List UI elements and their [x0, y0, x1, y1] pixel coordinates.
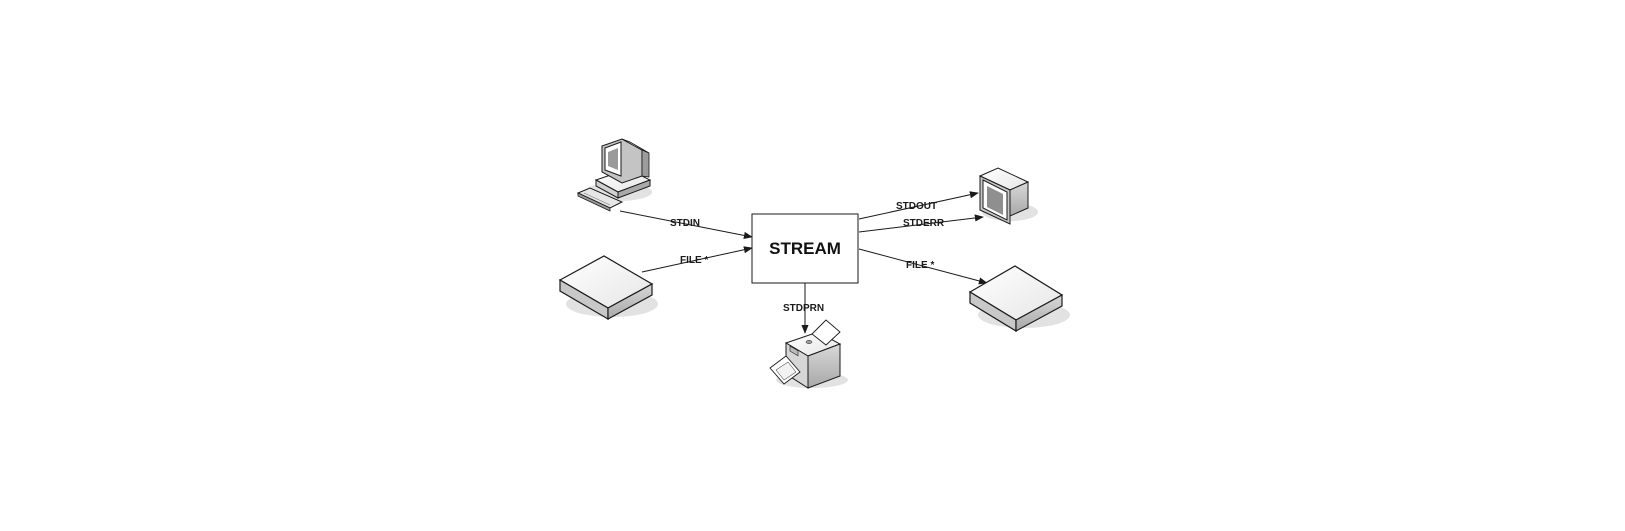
- computer-icon: [576, 138, 652, 212]
- label-stderr: STDERR: [903, 218, 945, 229]
- disk-out-icon: [968, 265, 1070, 333]
- label-stdin: STDIN: [670, 218, 700, 229]
- connector-stderr: [858, 214, 984, 233]
- printer-icon: [769, 319, 848, 389]
- connector-file-in: [641, 246, 753, 273]
- connector-stdout: [858, 191, 979, 220]
- stream-label: STREAM: [769, 239, 841, 258]
- label-file-out: FILE *: [906, 260, 934, 271]
- monitor-icon: [978, 167, 1038, 225]
- stream-box: STREAM: [751, 213, 859, 284]
- connector-file-out: [858, 248, 988, 285]
- label-stdprn: STDPRN: [783, 303, 824, 314]
- label-stdout: STDOUT: [896, 201, 937, 212]
- label-file-in: FILE *: [680, 255, 708, 266]
- connector-stdin: [619, 210, 753, 239]
- disk-in-icon: [558, 255, 658, 321]
